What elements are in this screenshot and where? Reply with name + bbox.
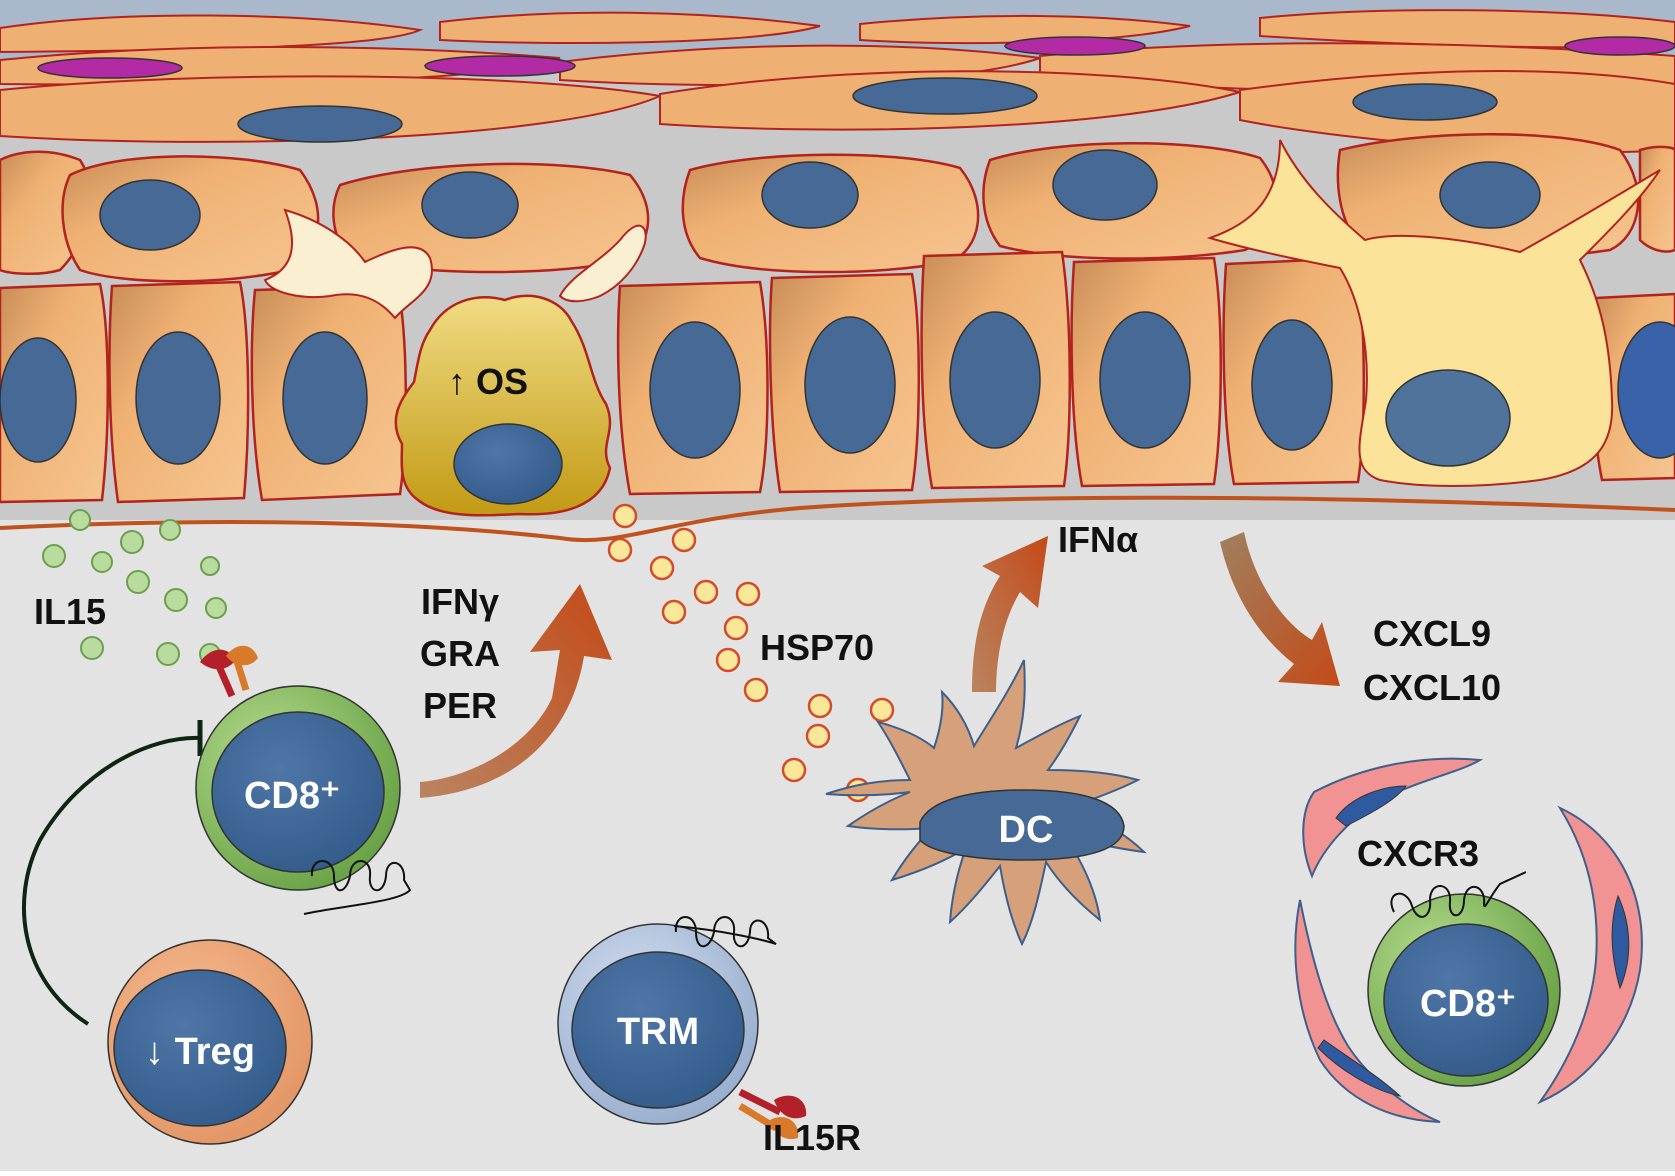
cd8-cell-right: CD8⁺ xyxy=(1367,871,1561,1087)
inhibition-arc xyxy=(22,735,201,1026)
per-label: PER xyxy=(423,685,497,726)
hsp70-label: HSP70 xyxy=(760,627,874,668)
basal-nuclei xyxy=(0,311,1675,465)
cd8-cell-left: CD8⁺ xyxy=(195,685,412,915)
dendritic-cell: DC xyxy=(825,659,1147,947)
il15r-label: IL15R xyxy=(763,1117,861,1158)
melanocyte-left-dendrite xyxy=(558,224,647,303)
arrow-to-cxcl xyxy=(1220,532,1340,686)
cxcr3-receptor-left xyxy=(303,860,412,915)
dc-label: DC xyxy=(999,809,1054,851)
basal-cell-layer xyxy=(0,250,1675,504)
il15-receptor-trm xyxy=(738,1088,807,1140)
arrow-dc-to-ifna xyxy=(972,536,1048,692)
flattened-nuclei xyxy=(37,36,1675,143)
endothelial-cell-3 xyxy=(1537,805,1643,1105)
spinous-nuclei xyxy=(99,149,1541,251)
ifng-label: IFNγ xyxy=(421,581,499,622)
cxcl10-label: CXCL10 xyxy=(1363,667,1501,708)
trm-cell: TRM xyxy=(557,916,777,1125)
cd8-label-left: CD8⁺ xyxy=(244,775,340,817)
os-label: ↑ OS xyxy=(448,361,528,402)
il15-label: IL15 xyxy=(34,591,106,632)
hsp70-dots xyxy=(607,503,895,803)
endothelial-cell-2 xyxy=(1294,899,1441,1123)
basement-membrane xyxy=(0,495,1675,543)
gra-label: GRA xyxy=(420,633,500,674)
melanocyte-left xyxy=(263,208,433,320)
cxcr3-receptor-right xyxy=(1390,871,1527,918)
endothelial-nuclei xyxy=(1317,785,1630,1097)
cd8-label-right: CD8⁺ xyxy=(1420,983,1516,1025)
melanocyte-right-nucleus xyxy=(1385,369,1511,467)
il15-receptor-cd8 xyxy=(200,645,258,698)
cxcr3-receptor-trm xyxy=(673,916,777,948)
blood-vessel xyxy=(1294,757,1643,1123)
trm-label: TRM xyxy=(617,1011,699,1053)
stressed-melanocyte-nucleus xyxy=(453,423,563,505)
cxcl9-label: CXCL9 xyxy=(1373,613,1491,654)
cxcr3-label: CXCR3 xyxy=(1357,833,1479,874)
melanocyte-right xyxy=(1206,139,1661,487)
arrow-cd8-to-melanocyte xyxy=(420,584,612,798)
treg-cell: ↓ Treg xyxy=(107,939,313,1145)
ifna-label: IFNα xyxy=(1058,519,1138,560)
treg-label: ↓ Treg xyxy=(145,1031,255,1073)
